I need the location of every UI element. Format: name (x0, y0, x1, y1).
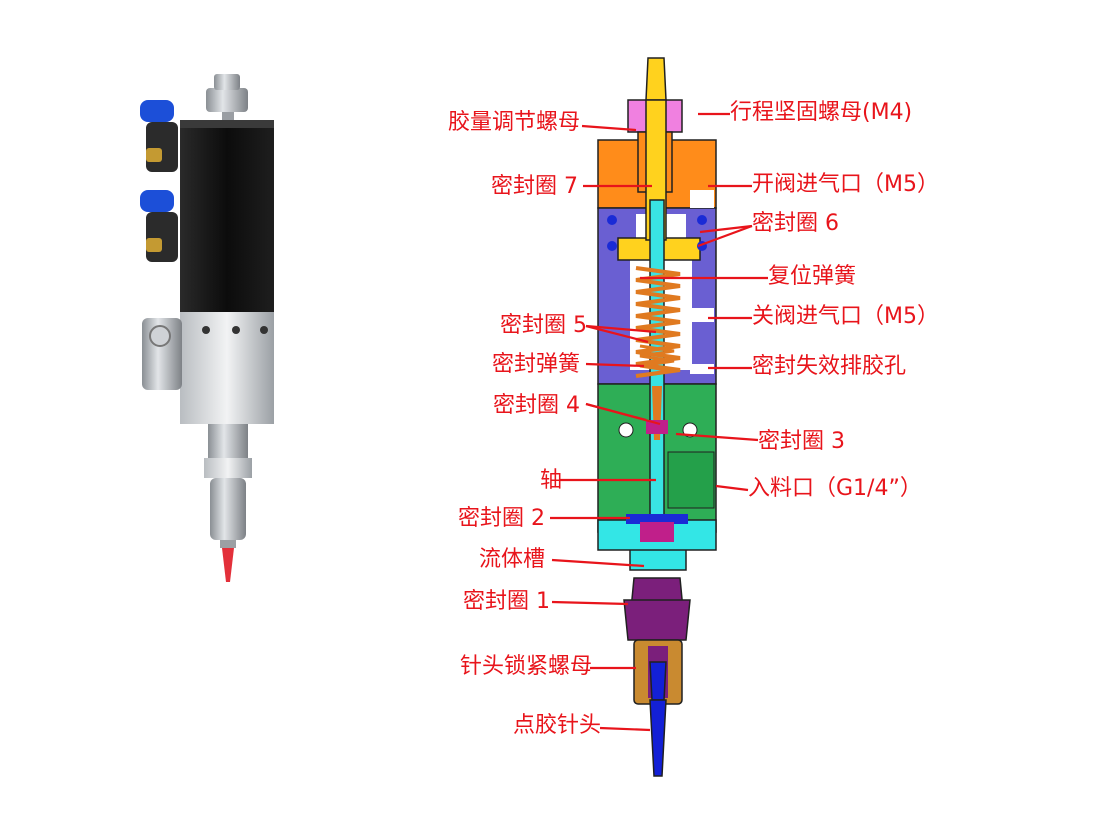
label-fluid-groove: 流体槽 (478, 547, 545, 572)
label-feed-inlet: 入料口（G1/4”） (748, 476, 922, 501)
leader-line (585, 324, 657, 334)
leader-line (585, 402, 661, 426)
label-seal-fail-drain: 密封失效排胶孔 (752, 354, 907, 379)
leader-line (715, 484, 749, 492)
leader-line (699, 224, 753, 234)
label-needle-lock-nut: 针头锁紧螺母 (459, 654, 592, 679)
label-seal-3: 密封圈 3 (758, 429, 845, 454)
needle-hub (649, 661, 667, 701)
label-return-spring: 复位弹簧 (768, 264, 857, 289)
return-spring (635, 266, 681, 378)
label-seal-2: 密封圈 2 (458, 506, 545, 531)
leader-line (551, 558, 645, 568)
label-open-air-inlet: 开阀进气口（M5） (752, 172, 939, 197)
label-seal-1: 密封圈 1 (463, 589, 550, 614)
photo-air-fitting-bottom (140, 190, 174, 212)
seal-2-ring (626, 514, 688, 524)
top-stem (645, 57, 667, 101)
leader-line (697, 224, 753, 248)
photo-needle-lock-nut (210, 478, 246, 540)
label-seal-5: 密封圈 5 (500, 313, 587, 338)
photo-needle-tip (222, 548, 234, 582)
leader-line (585, 362, 645, 368)
label-close-air-inlet: 关阀进气口（M5） (752, 304, 939, 329)
label-seal-4: 密封圈 4 (493, 393, 580, 418)
photo-actuator-block (180, 120, 274, 312)
label-stroke-lock-nut: 行程坚固螺母(M4) (730, 100, 913, 125)
label-seal-7: 密封圈 7 (491, 174, 578, 199)
seal-2-core (640, 522, 674, 542)
photo-fluid-body (180, 312, 274, 424)
leader-line (675, 432, 759, 442)
needle-tip (649, 699, 667, 777)
photo-air-fitting-top (140, 100, 174, 122)
label-seal-spring: 密封弹簧 (491, 352, 580, 377)
label-seal-6: 密封圈 6 (752, 211, 839, 236)
seal-spring (639, 344, 675, 378)
leader-line (585, 324, 649, 344)
label-dispensing-needle: 点胶针头 (512, 713, 601, 738)
leader-line (599, 726, 651, 732)
leader-line (581, 124, 637, 132)
seal-3-core (646, 420, 668, 434)
label-glue-adjust-nut: 胶量调节螺母 (447, 110, 580, 135)
leader-line (551, 600, 629, 606)
label-shaft: 轴 (539, 468, 562, 493)
photo-top-knob (206, 88, 248, 112)
